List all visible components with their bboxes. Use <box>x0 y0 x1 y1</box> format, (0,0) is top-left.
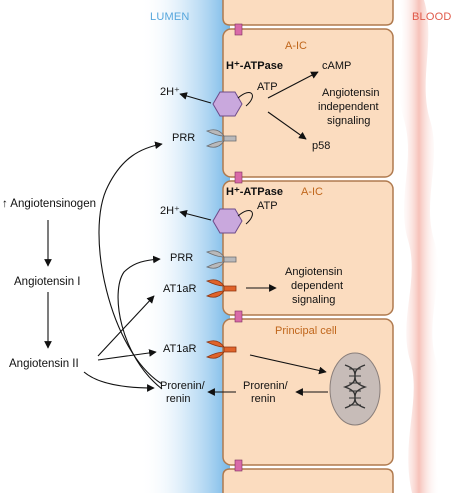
lumen-label: LUMEN <box>150 11 190 23</box>
blood-band <box>398 0 440 493</box>
aic-top-prr: PRR <box>172 132 196 144</box>
arrow-2h-out-top <box>179 92 212 104</box>
arrow-atp-to-p58 <box>267 111 307 140</box>
junction-2 <box>234 171 243 184</box>
aic-top-p58: p58 <box>312 140 331 152</box>
aic-top-signaling-3: signaling <box>327 115 371 127</box>
aic-top-camp: cAMP <box>322 60 352 72</box>
h-atpase-pump-icon-top <box>212 91 243 117</box>
aic-mid-proton: 2H⁺ <box>160 205 180 217</box>
principal-at1ar: AT1aR <box>163 343 197 355</box>
arrow-prorenin-to-prr-top <box>98 141 163 385</box>
aic-mid-title: A-IC <box>301 186 323 198</box>
aic-top-atp: ATP <box>257 81 278 93</box>
prr-receptor-icon-mid <box>205 250 237 269</box>
aic-mid-prr: PRR <box>170 252 194 264</box>
angiotensin2-label: Angiotensin II <box>9 358 79 370</box>
arrow-ang2-to-at1ar-mid <box>97 295 155 357</box>
arrow-prorenin-to-prr-mid <box>117 255 163 390</box>
junction-1 <box>234 23 243 36</box>
prorenin-outside-1: Prorenin/ <box>160 380 205 392</box>
prorenin-inside-2: renin <box>251 393 276 405</box>
h-atpase-pump-icon-mid <box>212 208 243 234</box>
arrow-atp-to-camp <box>267 71 319 99</box>
partial-cell-top <box>222 0 394 26</box>
aic-top-proton: 2H⁺ <box>160 86 180 98</box>
at1ar-receptor-icon-principal <box>205 340 237 359</box>
arrow-atp-curve-mid <box>237 210 253 225</box>
aic-top-pump-label: H⁺-ATPase <box>226 60 283 72</box>
nucleus <box>329 352 381 426</box>
prorenin-inside-1: Prorenin/ <box>243 380 288 392</box>
arrow-2h-out-mid <box>179 210 212 221</box>
arrow-ang2-to-at1ar-principal <box>97 349 157 361</box>
principal-title: Principal cell <box>275 325 337 337</box>
partial-cell-bottom <box>222 468 394 493</box>
prorenin-outside-2: renin <box>166 393 191 405</box>
dna-rungs <box>349 368 361 406</box>
aic-top-signaling-1: Angiotensin <box>322 87 380 99</box>
aic-top-title: A-IC <box>285 40 307 52</box>
angiotensin1-label: Angiotensin I <box>14 276 81 288</box>
arrow-at1ar-to-nucleus <box>249 354 327 375</box>
aic-top-signaling-2: independent <box>318 101 379 113</box>
aic-mid-pump-label: H⁺-ATPase <box>226 186 283 198</box>
aic-mid-atp: ATP <box>257 200 278 212</box>
prr-receptor-icon-top <box>205 129 237 148</box>
dna-helix-icon <box>342 364 368 409</box>
junction-4 <box>234 459 243 472</box>
junction-3 <box>234 310 243 323</box>
lumen-gradient <box>140 0 230 493</box>
aic-mid-signaling-1: Angiotensin <box>285 266 343 278</box>
aic-mid-signaling-2: dependent <box>291 280 343 292</box>
aic-mid-at1ar: AT1aR <box>163 283 197 295</box>
blood-label: BLOOD <box>412 11 452 23</box>
angiotensinogen-label: ↑ Angiotensinogen <box>2 198 96 210</box>
at1ar-receptor-icon-mid <box>205 279 237 298</box>
arrow-ang2-loop-to-prorenin <box>83 371 155 392</box>
aic-mid-signaling-3: signaling <box>292 294 336 306</box>
arrow-atp-curve-top <box>237 92 253 107</box>
aic-mid-cell <box>222 180 394 316</box>
